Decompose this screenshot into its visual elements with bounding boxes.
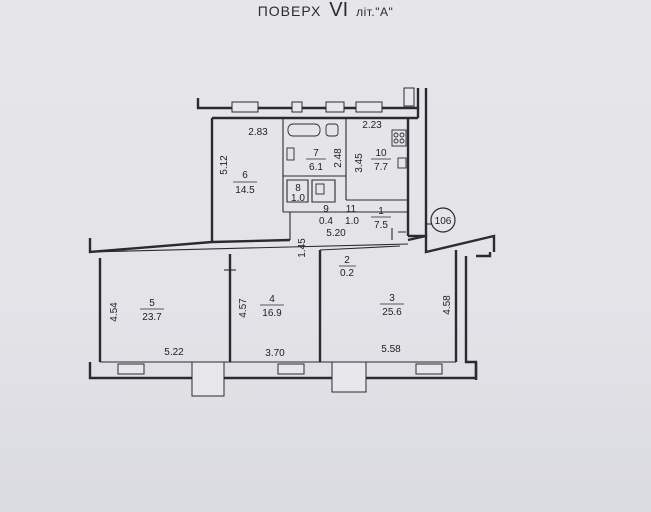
- window-room-5: [117, 363, 145, 375]
- dim-5-12: 5.12: [219, 155, 230, 175]
- room-4-area: 16.9: [262, 308, 282, 319]
- floor-number: VI: [329, 0, 349, 21]
- room-11-number: 11: [346, 204, 357, 215]
- room-6-area: 14.5: [235, 185, 255, 196]
- lower-inner-top: [89, 243, 409, 253]
- dim-3-70: 3.70: [265, 348, 285, 359]
- room-11-box: [311, 179, 336, 203]
- lower-niche-right: [331, 361, 367, 393]
- dim-4-58: 4.58: [442, 295, 453, 315]
- upper-windows: [231, 87, 415, 113]
- dim-5-22: 5.22: [164, 347, 184, 358]
- dimension-labels: 2.83 2.23 5.12 2.48 3.45 1.45 5.20 4.54 …: [109, 120, 453, 359]
- upper-top-wall: [196, 88, 420, 110]
- window-room-7-b: [325, 101, 345, 113]
- fixtures: [286, 123, 407, 195]
- lower-top-wall-right: [407, 234, 496, 254]
- lower-windows: [117, 363, 443, 375]
- room-9-number: 9: [323, 204, 329, 215]
- room-2-area: 0.2: [340, 268, 354, 279]
- room-11-area: 1.0: [345, 216, 359, 227]
- stove-burner-icon: [393, 138, 399, 144]
- room-8-box: [286, 179, 309, 203]
- room-labels: 6 14.5 7 6.1 10 7.7 8 1.0 9 0.4 11 1.0 1…: [140, 148, 404, 323]
- dim-4-54: 4.54: [109, 302, 120, 322]
- corridor-door: [391, 228, 406, 240]
- plan-title: ПОВЕРХ VI літ."А": [0, 0, 651, 24]
- washbasin-icon: [325, 123, 339, 137]
- room-10-area: 7.7: [374, 162, 388, 173]
- window-room-6: [231, 101, 259, 113]
- room-5-area: 23.7: [142, 312, 162, 323]
- lower-top-wall-left: [88, 238, 291, 254]
- window-room-3: [415, 363, 443, 375]
- dim-2-23: 2.23: [362, 120, 382, 131]
- dim-2-83: 2.83: [248, 127, 268, 138]
- room-3-area: 25.6: [382, 307, 402, 318]
- dim-3-45: 3.45: [354, 153, 365, 173]
- window-upper-right: [403, 87, 415, 107]
- room-8-number: 8: [295, 183, 301, 194]
- title-suffix: літ."А": [356, 5, 394, 19]
- stove-icon: [391, 129, 407, 147]
- upper-block-walls: [196, 88, 428, 242]
- stove-burner-icon: [393, 132, 399, 138]
- tag-number: 106: [435, 216, 452, 227]
- room-2-number: 2: [344, 255, 350, 266]
- room-9-area: 0.4: [319, 216, 333, 227]
- stove-burner-icon: [399, 132, 405, 138]
- room-6-number: 6: [242, 170, 248, 181]
- dim-2-48: 2.48: [333, 148, 344, 168]
- room-5-number: 5: [149, 298, 155, 309]
- room-8-area: 1.0: [291, 193, 305, 204]
- apartment-tag: 106: [426, 207, 456, 233]
- bathtub-icon: [287, 123, 321, 137]
- fixture-small-icon: [286, 147, 295, 161]
- room-1-area: 7.5: [374, 220, 388, 231]
- right-shaft-wall: [464, 252, 492, 380]
- dim-4-57: 4.57: [238, 298, 249, 318]
- tag-circle: [430, 207, 456, 233]
- sink-icon: [397, 157, 407, 169]
- title-prefix: ПОВЕРХ: [257, 3, 322, 19]
- toilet-icon: [315, 183, 325, 195]
- stove-burner-icon: [399, 138, 405, 144]
- dim-5-20: 5.20: [326, 228, 346, 239]
- window-room-7-a: [291, 101, 303, 113]
- room-4-number: 4: [269, 294, 275, 305]
- room-3-top: [319, 245, 401, 251]
- room-3-number: 3: [389, 293, 395, 304]
- dim-5-58: 5.58: [381, 344, 401, 355]
- window-room-10: [355, 101, 383, 113]
- room-1-number: 1: [378, 206, 384, 217]
- lower-block-walls: [88, 234, 496, 397]
- window-room-4: [277, 363, 305, 375]
- dim-1-45: 1.45: [297, 238, 308, 258]
- room-10-number: 10: [375, 148, 387, 159]
- room-7-number: 7: [313, 148, 319, 159]
- lower-niche-left: [191, 361, 225, 397]
- room-7-area: 6.1: [309, 162, 323, 173]
